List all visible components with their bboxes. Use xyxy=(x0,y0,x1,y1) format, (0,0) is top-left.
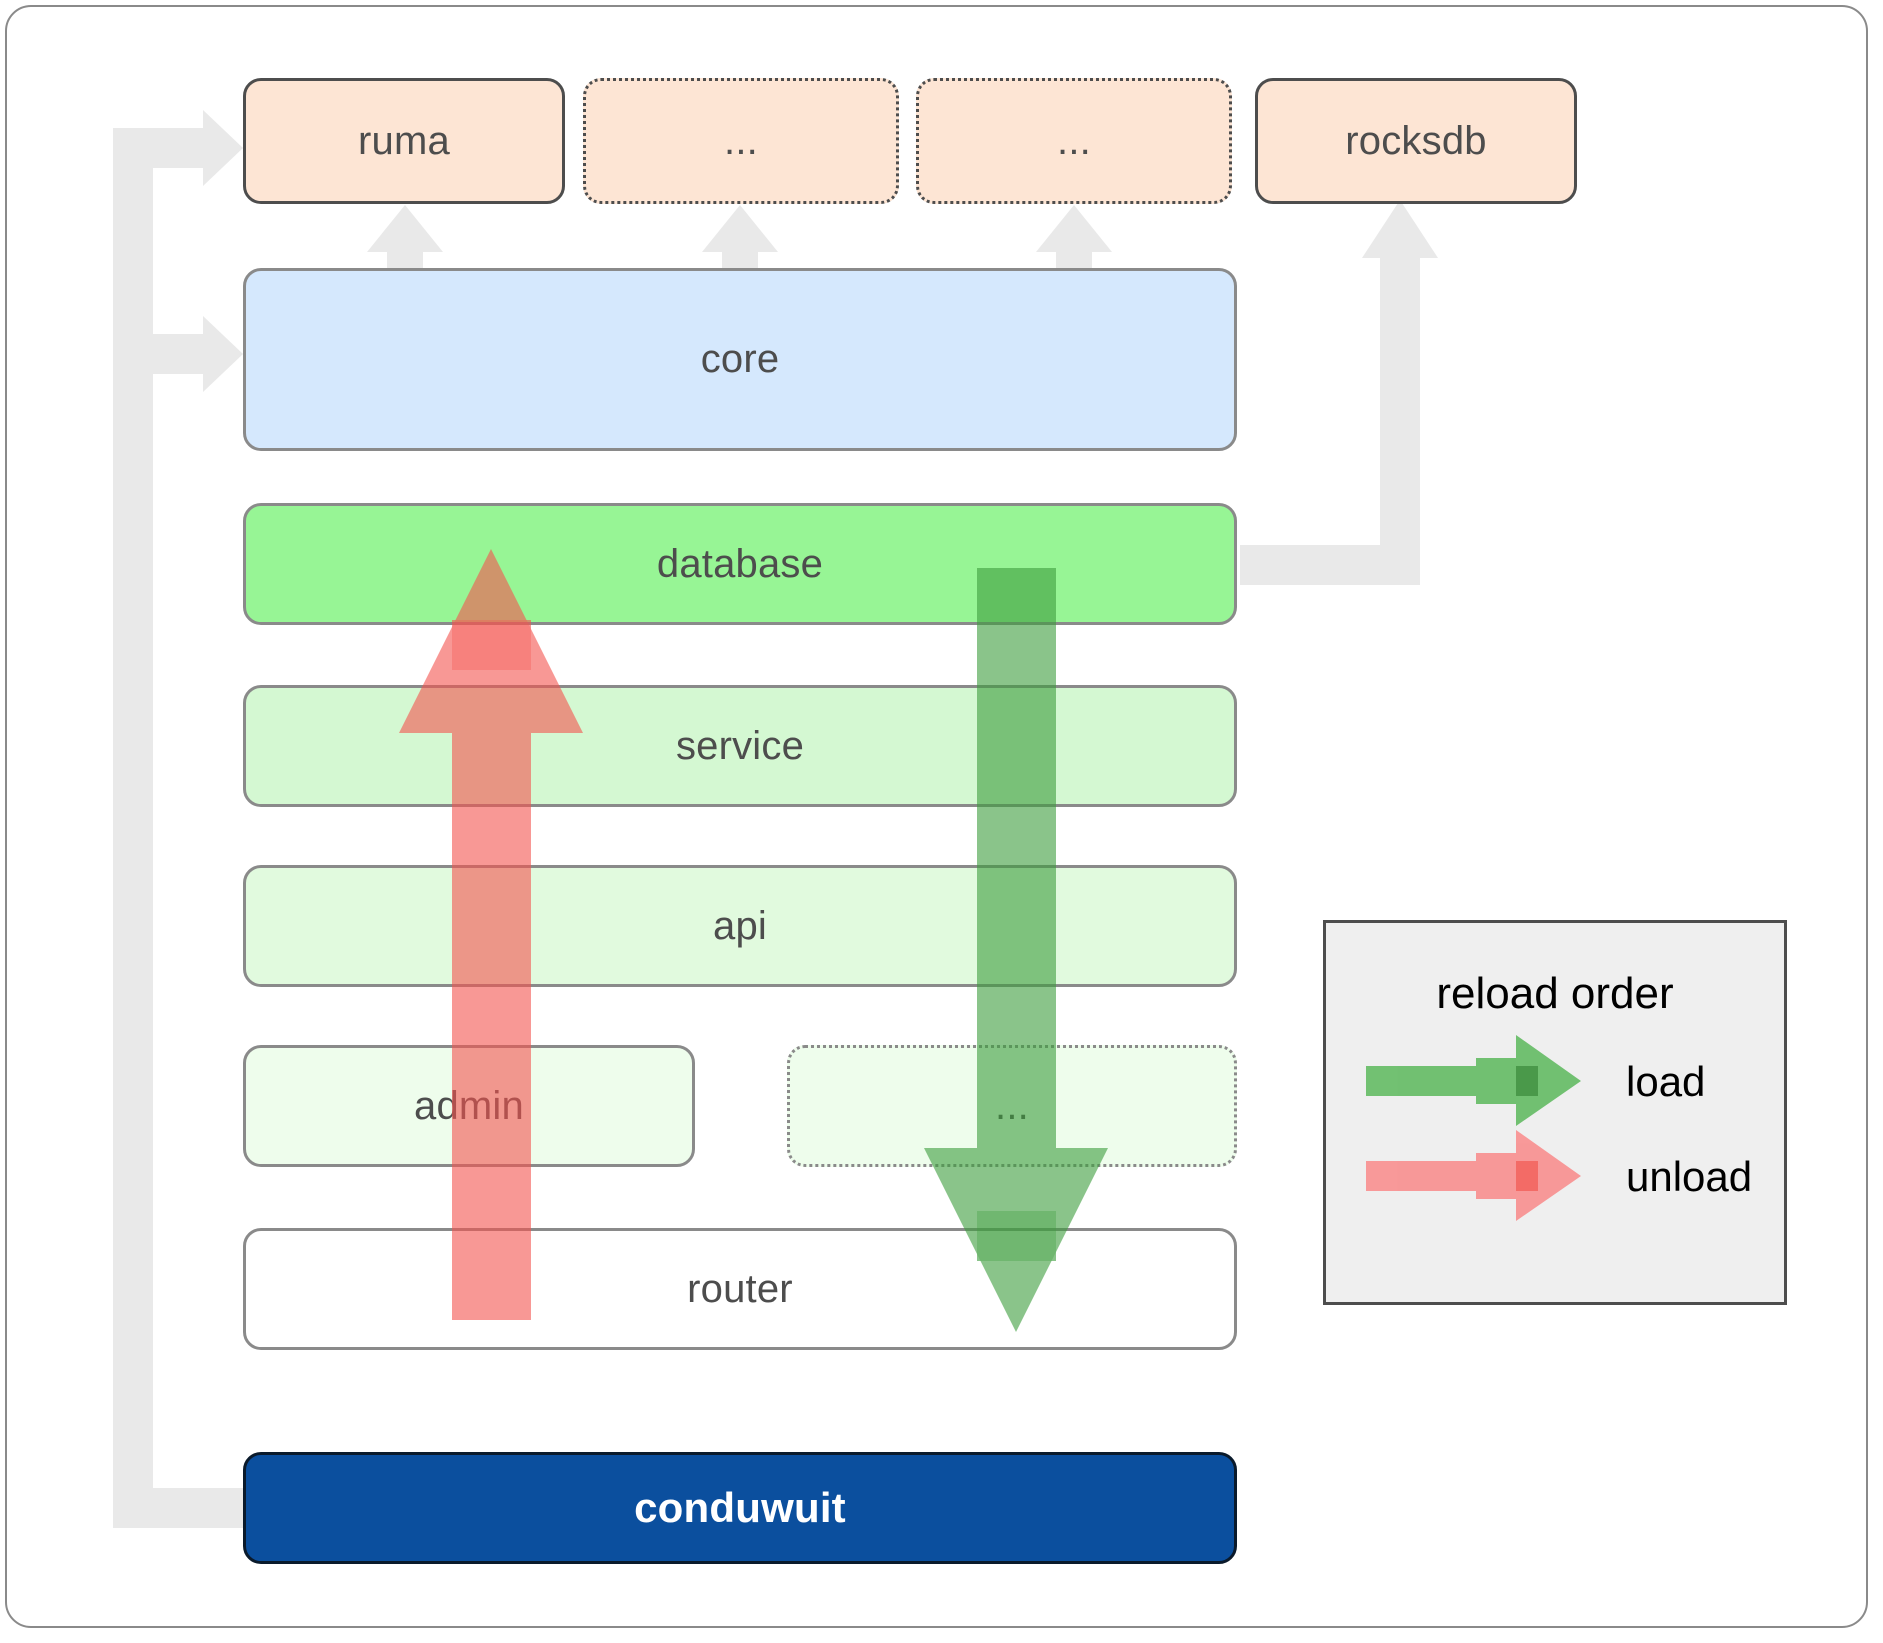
node-service-label: service xyxy=(675,723,805,768)
node-conduwuit[interactable]: conduwuit xyxy=(243,1452,1237,1564)
node-core-label: core xyxy=(700,337,780,381)
node-conduwuit-label: conduwuit xyxy=(634,1484,846,1531)
legend-reload-order: reload order load unload xyxy=(1323,920,1787,1305)
legend-label-load: load xyxy=(1626,1058,1706,1105)
node-service[interactable]: service xyxy=(243,685,1237,807)
legend-unload-arrow xyxy=(1366,1130,1581,1221)
node-dep-3[interactable]: ... xyxy=(916,78,1232,204)
node-rocksdb[interactable]: rocksdb xyxy=(1255,78,1577,204)
legend-label-unload: unload xyxy=(1626,1153,1753,1200)
node-layer-more-label: ... xyxy=(995,1083,1029,1128)
node-ruma-label: ruma xyxy=(358,118,450,163)
node-database[interactable]: database xyxy=(243,503,1237,625)
node-ruma[interactable]: ruma xyxy=(243,78,565,204)
connector-to-ruma-stem xyxy=(113,128,203,168)
legend-load-arrow xyxy=(1366,1035,1581,1126)
node-dep-3-label: ... xyxy=(1057,118,1091,163)
connector-database-to-rocksdb-vertical xyxy=(1380,245,1420,585)
node-api[interactable]: api xyxy=(243,865,1237,987)
node-admin[interactable]: admin xyxy=(243,1045,695,1167)
legend-title: reload order xyxy=(1436,969,1674,1018)
connector-to-core-stem xyxy=(113,334,203,374)
diagram-frame xyxy=(5,5,1868,1628)
node-rocksdb-label: rocksdb xyxy=(1345,118,1487,163)
node-core[interactable]: core xyxy=(243,268,1237,451)
node-database-label: database xyxy=(656,541,824,586)
node-layer-more[interactable]: ... xyxy=(787,1045,1237,1167)
node-dep-2[interactable]: ... xyxy=(583,78,899,204)
node-api-label: api xyxy=(713,903,767,948)
node-router[interactable]: router xyxy=(243,1228,1237,1350)
legend-arrows xyxy=(1366,1035,1581,1221)
node-dep-2-label: ... xyxy=(724,118,758,163)
node-router-label: router xyxy=(687,1266,793,1311)
node-admin-label: admin xyxy=(414,1083,524,1128)
connector-to-conduwuit xyxy=(113,1488,253,1528)
